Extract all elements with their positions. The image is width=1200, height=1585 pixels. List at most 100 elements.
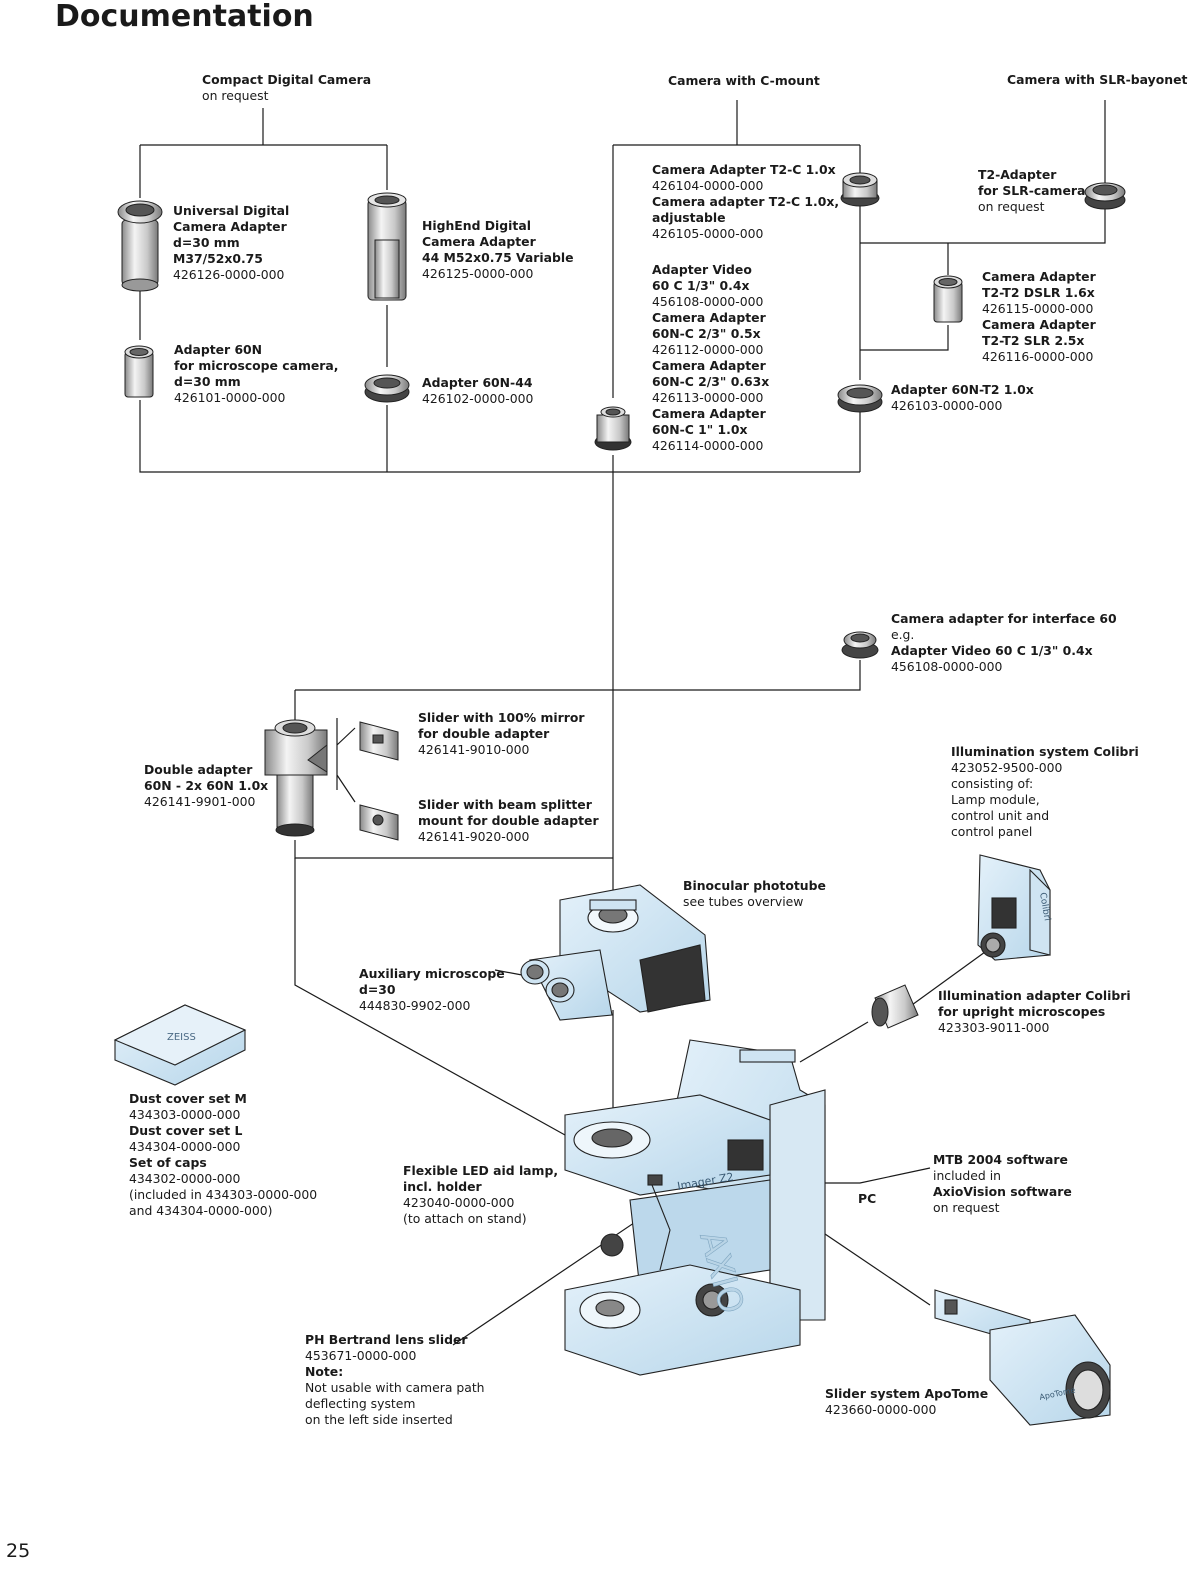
label-line: 426114-0000-000 bbox=[652, 438, 764, 453]
label-line: HighEnd Digital bbox=[422, 218, 531, 233]
highend-camera-adapter-icon bbox=[367, 192, 407, 301]
label-line: 456108-0000-000 bbox=[652, 294, 764, 309]
label-line: consisting of: bbox=[951, 776, 1034, 791]
label-line: 60N-C 2/3" 0.63x bbox=[652, 374, 770, 389]
label-line: 426113-0000-000 bbox=[652, 390, 764, 405]
label-line: 60N-C 2/3" 0.5x bbox=[652, 326, 761, 341]
label-line: Camera Adapter bbox=[422, 234, 536, 249]
page-number: 25 bbox=[6, 1540, 31, 1562]
label-line: PH Bertrand lens slider bbox=[305, 1332, 468, 1347]
label-line: Note: bbox=[305, 1364, 344, 1379]
label-line: PC bbox=[858, 1191, 877, 1206]
label-line: 44 M52x0.75 Variable bbox=[422, 250, 574, 265]
label-line: 423040-0000-000 bbox=[403, 1195, 515, 1210]
camera-adapter-t2t2-icon bbox=[933, 275, 963, 323]
label-line: Camera Adapter bbox=[173, 219, 287, 234]
label-line: Camera Adapter bbox=[652, 310, 766, 325]
label-line: d=30 bbox=[359, 982, 396, 997]
label-line: Camera Adapter bbox=[652, 406, 766, 421]
label-line: 426141-9010-000 bbox=[418, 742, 530, 757]
label-line: 60N-C 1" 1.0x bbox=[652, 422, 748, 437]
label-line: e.g. bbox=[891, 627, 915, 642]
label-line: Double adapter bbox=[144, 762, 253, 777]
label-line: control panel bbox=[951, 824, 1033, 839]
label-line: 434302-0000-000 bbox=[129, 1171, 241, 1186]
slider-mirror-icon bbox=[359, 721, 399, 761]
label-line: 426116-0000-000 bbox=[982, 349, 1094, 364]
label-line: Adapter 60N-T2 1.0x bbox=[891, 382, 1034, 397]
label-camera-slr: Camera with SLR-bayonet bbox=[1007, 72, 1187, 88]
illumination-adapter-colibri-icon bbox=[871, 984, 919, 1029]
auxiliary-microscope-icon bbox=[520, 949, 613, 1021]
label-line: 423303-9011-000 bbox=[938, 1020, 1050, 1035]
label-line: 60 C 1/3" 0.4x bbox=[652, 278, 750, 293]
label-line: 426105-0000-000 bbox=[652, 226, 764, 241]
label-line: adjustable bbox=[652, 210, 726, 225]
label-line: Illumination system Colibri bbox=[951, 744, 1139, 759]
adapter-video-icon bbox=[594, 406, 632, 451]
label-line: 426115-0000-000 bbox=[982, 301, 1094, 316]
label-line: control unit and bbox=[951, 808, 1050, 823]
label-line: Dust cover set M bbox=[129, 1091, 247, 1106]
label-line: Lamp module, bbox=[951, 792, 1040, 807]
label-line: Camera adapter T2-C 1.0x, bbox=[652, 194, 840, 209]
double-adapter-icon bbox=[264, 719, 328, 837]
label-line: 426104-0000-000 bbox=[652, 178, 764, 193]
label-camera-c-mount: Camera with C-mount bbox=[668, 73, 820, 89]
label-line: AxioVision software bbox=[933, 1184, 1072, 1199]
label-line: 426112-0000-000 bbox=[652, 342, 764, 357]
label-line: Camera Adapter T2-C 1.0x bbox=[652, 162, 836, 177]
label-line: deflecting system bbox=[305, 1396, 416, 1411]
label-line: Adapter 60N bbox=[174, 342, 263, 357]
label-line: Set of caps bbox=[129, 1155, 207, 1170]
label-line: 426141-9020-000 bbox=[418, 829, 530, 844]
label-line: incl. holder bbox=[403, 1179, 482, 1194]
label-pc: PC bbox=[858, 1191, 876, 1207]
t2-adapter-slr-icon bbox=[1084, 182, 1126, 210]
label-line: 426103-0000-000 bbox=[891, 398, 1003, 413]
label-line: 426102-0000-000 bbox=[422, 391, 534, 406]
label-line: included in bbox=[933, 1168, 1001, 1183]
label-line: Auxiliary microscope bbox=[359, 966, 505, 981]
label-line: MTB 2004 software bbox=[933, 1152, 1068, 1167]
flexible-led-lamp-icon bbox=[647, 1174, 671, 1271]
label-line: for double adapter bbox=[418, 726, 550, 741]
label-line: Adapter 60N-44 bbox=[422, 375, 533, 390]
label-line: Adapter Video bbox=[652, 262, 752, 277]
label-line: T2-T2 DSLR 1.6x bbox=[982, 285, 1095, 300]
label-line: 444830-9902-000 bbox=[359, 998, 471, 1013]
label-line: Adapter Video 60 C 1/3" 0.4x bbox=[891, 643, 1093, 658]
label-line: Flexible LED aid lamp, bbox=[403, 1163, 559, 1178]
label-line: Camera with SLR-bayonet bbox=[1007, 72, 1188, 87]
label-line: 423660-0000-000 bbox=[825, 1402, 937, 1417]
camera-adapter-t2c-icon bbox=[840, 172, 880, 207]
label-line: 426126-0000-000 bbox=[173, 267, 285, 282]
label-line: 453671-0000-000 bbox=[305, 1348, 417, 1363]
label-line: Camera Adapter bbox=[982, 269, 1096, 284]
label-line: see tubes overview bbox=[683, 894, 804, 909]
label-line: Camera with C-mount bbox=[668, 73, 820, 88]
label-line: and 434304-0000-000) bbox=[129, 1203, 273, 1218]
label-line: for upright microscopes bbox=[938, 1004, 1106, 1019]
label-line: Slider with 100% mirror bbox=[418, 710, 585, 725]
label-line: Slider with beam splitter bbox=[418, 797, 592, 812]
label-line: T2-T2 SLR 2.5x bbox=[982, 333, 1085, 348]
label-line: 456108-0000-000 bbox=[891, 659, 1003, 674]
label-line: on request bbox=[202, 88, 269, 103]
label-line: 60N - 2x 60N 1.0x bbox=[144, 778, 269, 793]
label-line: 434304-0000-000 bbox=[129, 1139, 241, 1154]
